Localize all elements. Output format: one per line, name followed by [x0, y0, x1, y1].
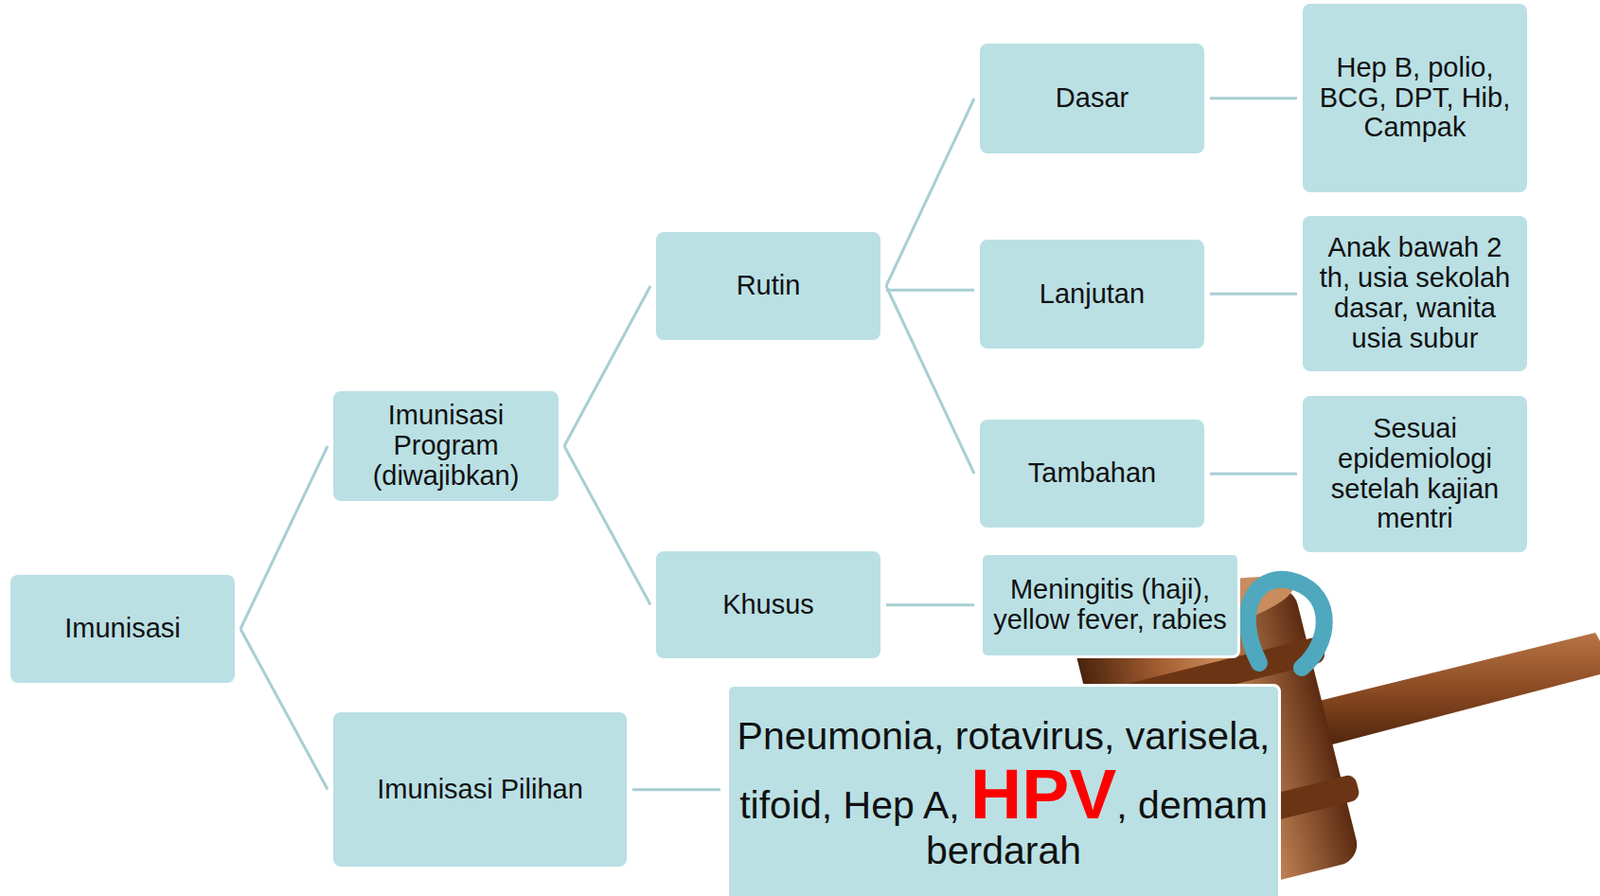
connector-line — [1209, 472, 1298, 476]
box-text: Anak bawah 2 th, usia sekolah dasar, wan… — [1310, 232, 1520, 355]
connector-line — [240, 628, 328, 790]
process-box: Imunisasi Pilihan — [333, 711, 627, 867]
box-label: Lanjutan — [1039, 278, 1145, 309]
connector-line — [632, 787, 721, 791]
connector-line — [1209, 292, 1298, 296]
box-label: Hep B, polio, BCG, DPT, Hib, Campak — [1319, 52, 1511, 143]
box-label: Meningitis (haji), yellow fever, rabies — [993, 573, 1227, 635]
process-box: Anak bawah 2 th, usia sekolah dasar, wan… — [1302, 215, 1528, 372]
gavel-handle — [1311, 632, 1600, 748]
box-text: Meningitis (haji), yellow fever, rabies — [990, 574, 1230, 636]
process-box: Meningitis (haji), yellow fever, rabies — [979, 551, 1241, 658]
connector-line — [1209, 96, 1298, 100]
box-text: Khusus — [722, 589, 815, 621]
process-box: Sesuai epidemiologi setelah kajian mentr… — [1302, 395, 1528, 552]
process-box: Tambahan — [979, 419, 1205, 528]
box-label: Anak bawah 2 th, usia sekolah dasar, wan… — [1319, 231, 1512, 354]
connector-line — [886, 603, 975, 606]
process-box: Pneumonia, rotavirus, varisela, tifoid, … — [726, 683, 1281, 896]
process-box: Imunisasi — [10, 574, 235, 683]
box-label: HPV — [970, 753, 1117, 834]
box-text: Lanjutan — [1039, 279, 1145, 310]
connector-line — [886, 285, 975, 474]
process-box: Hep B, polio, BCG, DPT, Hib, Campak — [1302, 3, 1528, 193]
box-text: Hep B, polio, BCG, DPT, Hib, Campak — [1310, 53, 1520, 144]
box-text: Tambahan — [1028, 458, 1156, 489]
box-text: Sesuai epidemiologi setelah kajian mentr… — [1310, 413, 1520, 535]
box-text: Imunisasi Pilihan — [376, 774, 584, 805]
process-box: Rutin — [656, 231, 881, 340]
box-label: Khusus — [722, 588, 815, 620]
box-label: Dasar — [1055, 82, 1129, 113]
connector-line — [886, 98, 975, 286]
connector-line — [564, 285, 651, 446]
box-label: Imunisasi Program (diwajibkan) — [373, 399, 520, 491]
box-label: Sesuai epidemiologi setelah kajian mentr… — [1331, 412, 1499, 534]
connector-line — [240, 445, 328, 629]
box-label: Rutin — [736, 269, 801, 301]
process-box: Dasar — [979, 43, 1205, 154]
box-text: Rutin — [736, 270, 801, 302]
box-text: Imunisasi Program (diwajibkan) — [340, 400, 552, 492]
process-box: Khusus — [656, 551, 881, 658]
connector-line — [886, 288, 975, 292]
box-text: Pneumonia, rotavirus, varisela, tifoid, … — [736, 714, 1271, 872]
box-label: Imunisasi Pilihan — [376, 773, 584, 804]
box-text: Dasar — [1055, 83, 1129, 114]
process-box: Imunisasi Program (diwajibkan) — [333, 391, 559, 501]
ribbon — [1247, 579, 1325, 668]
box-text: Imunisasi — [64, 613, 181, 644]
box-label: Tambahan — [1028, 457, 1156, 488]
connector-line — [564, 445, 651, 605]
box-label: Imunisasi — [64, 612, 181, 643]
process-box: Lanjutan — [979, 239, 1205, 349]
